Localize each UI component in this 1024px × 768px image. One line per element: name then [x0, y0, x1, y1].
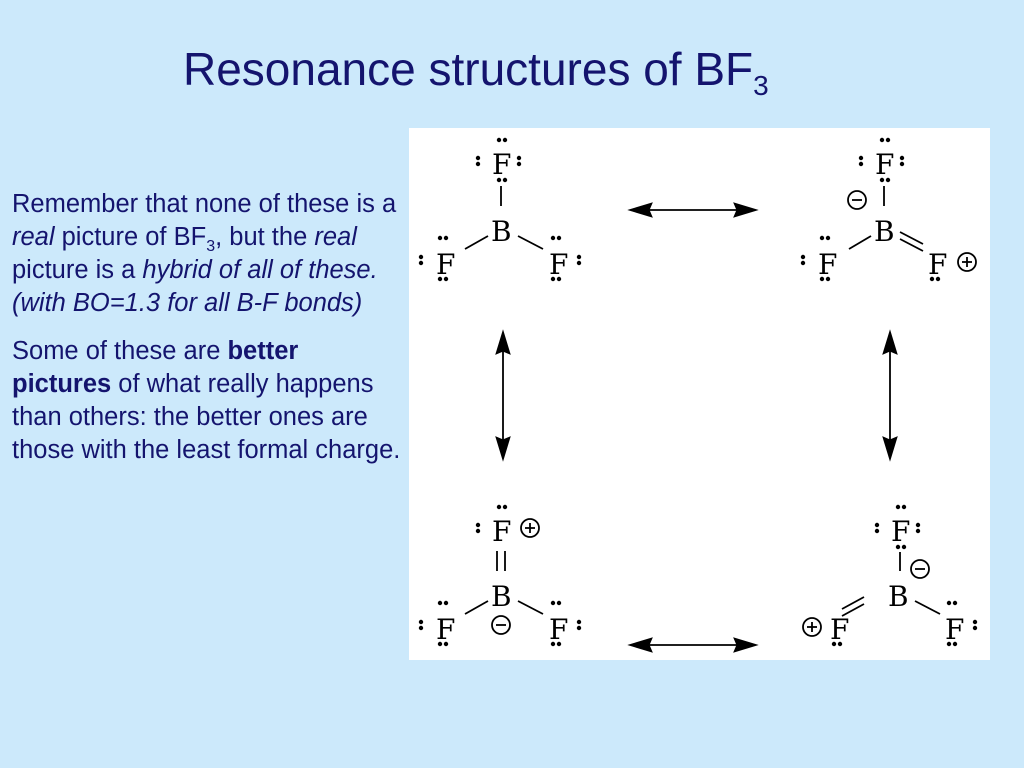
p1-text-3: , but the	[215, 223, 315, 252]
p1-hybrid-text: hybrid of all of these. (with BO=1.3 for…	[12, 256, 378, 318]
atom-b: B	[874, 215, 895, 248]
p1-text-1: Remember that none of these is a	[12, 190, 397, 218]
plus-charge-icon	[802, 617, 822, 637]
atom-f-right: F	[549, 613, 568, 646]
atom-f-top: F	[492, 515, 511, 548]
p1-real-2: real	[314, 223, 357, 252]
paragraph-1: Remember that none of these is a real pi…	[12, 188, 404, 321]
p2-text-2: of what really happens than others: the …	[12, 369, 401, 464]
minus-charge-icon	[847, 190, 867, 210]
explanation-text: Remember that none of these is a real pi…	[12, 188, 404, 481]
atom-f-top: F	[891, 515, 910, 548]
atom-f-left: F	[436, 248, 455, 281]
resonance-diagram: F B F F F B F F F B	[418, 137, 978, 653]
p1-subscript: 3	[206, 238, 216, 256]
p2-text-1: Some of these are	[12, 336, 228, 365]
resonance-arrow-top	[627, 202, 759, 218]
resonance-arrow-bottom	[627, 637, 759, 653]
title-main: Resonance structures of BF	[183, 43, 754, 95]
resonance-arrow-right	[882, 329, 898, 462]
structure-top-right: F B F F	[800, 137, 977, 282]
p1-text-4: picture is a	[12, 256, 143, 285]
minus-charge-icon	[491, 615, 511, 635]
p1-text-2: picture of BF	[54, 223, 207, 252]
resonance-figure: F B F F F B F F F B	[409, 128, 990, 660]
plus-charge-icon	[520, 518, 540, 538]
title-subscript: 3	[753, 70, 769, 101]
minus-charge-icon	[910, 559, 930, 579]
slide-title: Resonance structures of BF3	[183, 43, 769, 100]
paragraph-2: Some of these are better pictures of wha…	[12, 335, 404, 468]
atom-f-right: F	[928, 248, 947, 281]
atom-f-left: F	[436, 613, 455, 646]
atom-f-right: F	[945, 613, 964, 646]
resonance-arrow-left	[495, 329, 511, 462]
atom-b: B	[491, 215, 512, 248]
atom-f-top: F	[875, 148, 894, 181]
structure-bottom-right: F B F F	[802, 504, 978, 647]
atom-f-right: F	[549, 248, 568, 281]
structure-bottom-left: F B F F	[418, 504, 582, 647]
structure-top-left: F B F F	[418, 137, 582, 282]
p1-real-1: real	[12, 223, 55, 252]
atom-b: B	[491, 580, 512, 613]
p2-bold-text: better pictures	[12, 336, 299, 398]
atom-f-left: F	[818, 248, 837, 281]
atom-b: B	[888, 580, 909, 613]
plus-charge-icon	[957, 252, 977, 272]
atom-f-left: F	[830, 613, 849, 646]
atom-f-top: F	[492, 148, 511, 181]
